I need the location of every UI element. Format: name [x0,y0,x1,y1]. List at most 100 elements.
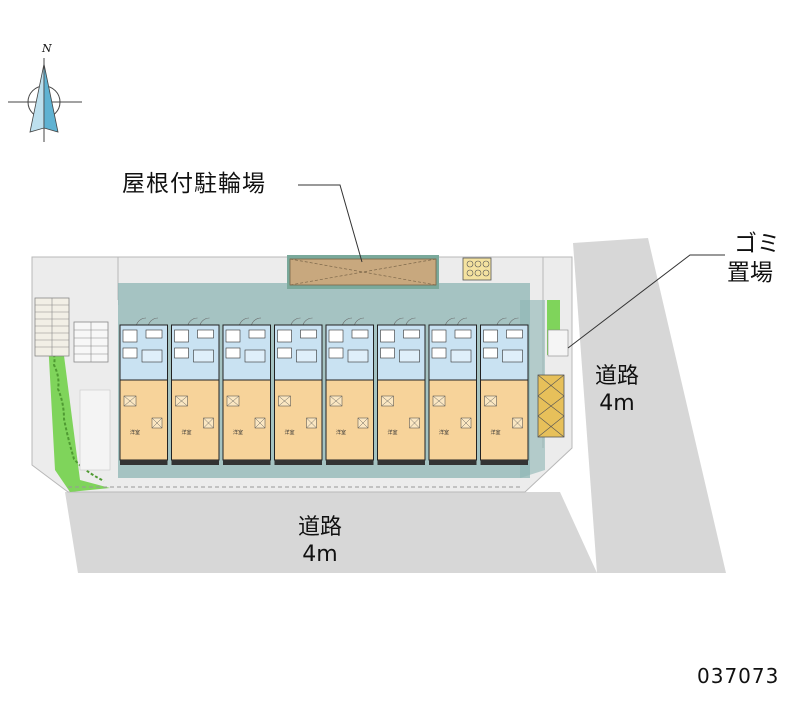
unit-room-label: 洋室 [336,429,346,436]
planting-patch [79,389,111,471]
unit-room-label: 洋室 [491,429,501,436]
closet-line [254,417,266,429]
fixture [351,329,369,339]
fixture [122,347,138,359]
garbage-leader-line [567,254,725,349]
unit-room-label: 洋室 [233,429,243,436]
closet-line [329,395,343,407]
closet-line [226,395,240,407]
parking-leader-line [298,184,363,263]
fixture [347,349,369,363]
unit: 洋室 [274,317,323,465]
garbage-area-label-line2: 置場 [727,260,773,286]
road-right-name: 道路 [594,364,639,389]
driveway-gap [40,300,118,310]
fixture [277,347,292,359]
fixture [300,329,317,339]
closet-line [460,417,472,429]
fixture [248,329,266,339]
reference-number: 037073 [697,664,780,688]
road-right-width: 4m [599,391,635,416]
building-surround [118,283,530,478]
unit: 洋室 [480,317,529,465]
balcony-rail [429,460,477,465]
closet-line [357,417,369,429]
garbage-area-label-line1: ゴミ [734,231,780,257]
fixture [244,349,266,363]
unit: 洋室 [377,317,426,465]
closet-line [123,395,137,407]
fixture [225,347,241,359]
fixture [141,349,163,363]
unit: 洋室 [428,317,477,465]
unit: 洋室 [325,317,374,465]
closet-line [432,395,446,407]
fixture [403,329,420,339]
fixture [450,349,472,363]
fixture [399,349,420,363]
fixture [296,349,317,363]
utility-box [462,257,492,281]
closet-line [203,417,214,429]
fixture [502,349,523,363]
road-bottom [65,492,597,573]
covered-bike-parking-label: 屋根付駐輪場 [122,171,266,197]
unit: 洋室 [222,317,271,465]
balcony-rail [171,460,219,465]
unit-room-label: 洋室 [182,429,192,436]
road-bottom-label: 道路 4m [280,514,360,568]
closet-line [484,395,497,407]
north-label: N [42,42,52,55]
closet-line [381,395,394,407]
fixture [380,329,395,343]
closet-line [512,417,523,429]
balcony-rail [326,460,374,465]
closet-line [175,395,188,407]
fixture [431,329,447,343]
fixture [328,329,344,343]
bike-parking-deck [289,258,437,286]
fixture [431,347,447,359]
fixture [380,347,395,359]
closet-line [306,417,317,429]
road-bottom-name: 道路 [297,515,342,540]
fixture [506,329,523,339]
stair-east [73,321,109,363]
unit-room-label: 洋室 [439,429,449,436]
fixture [174,347,189,359]
building-units: 洋室 洋室 洋室 洋室 洋室 洋室 洋室 洋室 [119,317,529,465]
fixture [122,329,138,343]
unit-room-label: 洋室 [130,429,140,436]
closet-line [278,395,291,407]
unit-room-label: 洋室 [285,429,295,436]
fixture [483,347,498,359]
unit: 洋室 [171,317,220,465]
balcony-rail [223,460,271,465]
closet-line [409,417,420,429]
compass-rose-icon [8,58,82,142]
road-right-label: 道路 4m [587,363,647,417]
fixture [225,329,241,343]
fixture [454,329,472,339]
balcony-rail [377,460,425,465]
balcony-rail [120,460,168,465]
road-right [573,238,726,573]
greenery-west [48,340,110,492]
stair-west [34,297,70,357]
greenery-west-edge [49,344,105,482]
fixture [197,329,214,339]
fixture [328,347,344,359]
fixture [483,329,498,343]
fixture [277,329,292,343]
fixture [174,329,189,343]
closet-line [151,417,163,429]
balcony-rail [480,460,528,465]
unit: 洋室 [119,317,168,465]
fixture [145,329,163,339]
unit-room-label: 洋室 [388,429,398,436]
balcony-rail [274,460,322,465]
fixture [193,349,214,363]
road-bottom-width: 4m [302,542,338,567]
east-small-box [547,329,569,357]
